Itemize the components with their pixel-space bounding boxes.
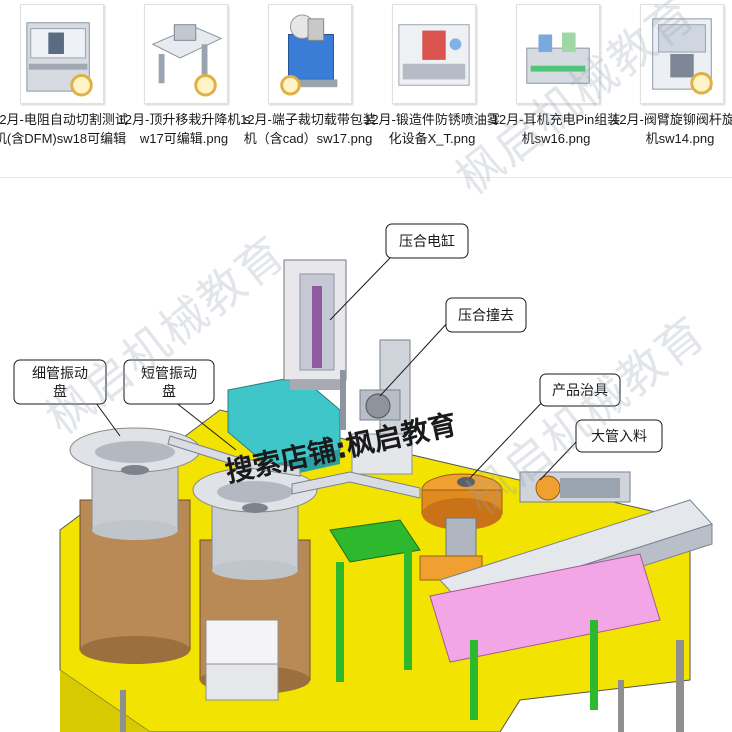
callout-label: 压合撞去 [458, 307, 514, 323]
lift-transfer-machine-thumbnail[interactable] [144, 4, 228, 104]
file-item[interactable]: 12月-耳机充电Pin组装机sw16.png [492, 0, 620, 178]
file-name: 12月-顶升移栽升降机 sw17可编辑.png [117, 112, 251, 146]
file-name: 12月-阀臂旋铆阀杆旋铆机sw14.png [612, 112, 732, 146]
earphone-pin-assembly-thumbnail[interactable] [516, 4, 600, 104]
callout-label: 盘 [53, 383, 67, 399]
file-item[interactable]: 12月-锻造件防锈喷油雾化设备X_T.png [364, 0, 500, 178]
file-name: 12月-端子裁切载带包装机（含cad）sw17.png [240, 112, 376, 146]
callout-thin-tube-bowl: 细管振动 盘 [13, 359, 107, 405]
callout-leaders [71, 257, 579, 481]
pink-plate [429, 553, 661, 720]
callout-label: 大管入料 [591, 428, 647, 444]
thin-tube-vibratory-bowl [69, 427, 201, 664]
terminal-cutting-packaging-thumbnail[interactable] [268, 4, 352, 104]
machine-drawing: 压合电缸 压合撞去 产品治具 细管振动 盘 短管振动 盘 大管入料 搜索店铺:枫… [13, 223, 713, 732]
file-item[interactable]: 12月-阀臂旋铆阀杆旋铆机sw14.png [612, 0, 732, 178]
resistor-cutting-machine-thumbnail[interactable] [20, 4, 104, 104]
file-name: 12月-锻造件防锈喷油雾化设备X_T.png [364, 112, 500, 146]
callout-label: 短管振动 [141, 365, 197, 381]
callout-label: 产品治具 [552, 382, 608, 398]
file-item[interactable]: 12月-顶升移栽升降机 sw17可编辑.png [118, 0, 250, 178]
callout-short-tube-bowl: 短管振动 盘 [123, 359, 215, 405]
press-cylinder-tower [283, 259, 347, 430]
file-item[interactable]: 12月-端子裁切载带包装机（含cad）sw17.png [240, 0, 376, 178]
file-item[interactable]: 12月-电阻自动切割测试机(含DFM)sw18可编辑 [0, 0, 128, 178]
callout-press-cylinder: 压合电缸 [385, 223, 469, 259]
file-name: 12月-电阻自动切割测试机(含DFM)sw18可编辑 [0, 112, 128, 146]
strip-divider [0, 177, 732, 178]
callout-label: 压合电缸 [399, 233, 455, 249]
machine-illustration: 压合电缸 压合撞去 产品治具 细管振动 盘 短管振动 盘 大管入料 搜索店铺:枫… [0, 200, 732, 732]
callout-large-tube-feed: 大管入料 [575, 419, 663, 453]
green-stand [329, 519, 421, 682]
product-fixture [419, 473, 503, 581]
file-name: 12月-耳机充电Pin组装机sw16.png [491, 112, 621, 146]
valve-riveting-machine-thumbnail[interactable] [640, 4, 724, 104]
file-browser-strip: 12月-电阻自动切割测试机(含DFM)sw18可编辑 12月-顶升移栽升降机 s… [0, 0, 732, 178]
callout-press-ram: 压合撞去 [445, 297, 527, 333]
electrical-box [205, 619, 279, 701]
callout-product-fixture: 产品治具 [539, 373, 621, 407]
callout-label: 细管振动 [32, 365, 88, 381]
press-ram-assembly [351, 339, 413, 475]
feed-tracks [167, 435, 421, 499]
callout-label: 盘 [162, 383, 176, 399]
anti-rust-spray-equipment-thumbnail[interactable] [392, 4, 476, 104]
